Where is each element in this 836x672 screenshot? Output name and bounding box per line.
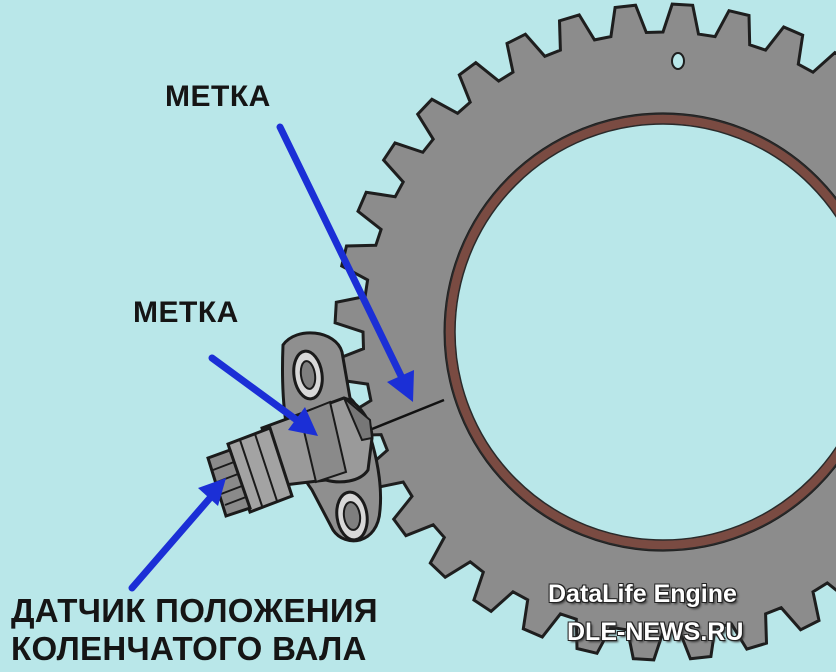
arrow-sensor-mark-head (288, 407, 318, 436)
arrow-sensor-mark-shaft (208, 354, 302, 425)
wheel-inner-ring-edge-outer (444, 113, 836, 551)
sensor-hex-edge-2 (254, 433, 278, 502)
wheel-timing-mark-line (371, 398, 445, 431)
watermark-line2: DLE-NEWS.RU (567, 618, 744, 646)
wheel-inner-ring-edge-inner (454, 123, 836, 541)
arrow-wheel-mark-shaft (276, 123, 407, 384)
reluctor-wheel-teeth (333, 2, 836, 662)
reluctor-wheel (333, 2, 836, 662)
arrow-sensor-shaft (128, 494, 214, 592)
arrow-sensor-head (198, 478, 226, 506)
crankshaft-position-sensor (206, 331, 383, 543)
arrow-wheel-mark-head (387, 370, 414, 402)
label-sensor-line1: ДАТЧИК ПОЛОЖЕНИЯ (11, 592, 378, 629)
label-sensor-line2: КОЛЕНЧАТОГО ВАЛА (11, 630, 367, 667)
sensor-tip (343, 397, 374, 442)
label-mark-middle: МЕТКА (133, 296, 239, 329)
sensor-bracket-hole-bottom-inner (342, 501, 362, 531)
wheel-inner-ring (445, 114, 836, 550)
watermark-line1: DataLife Engine (548, 580, 737, 608)
wheel-small-hole (671, 52, 685, 70)
sensor-thread-3 (220, 485, 243, 495)
sensor-hex-edge-1 (239, 439, 263, 507)
sensor-thread-1 (212, 461, 235, 471)
sensor-bracket-hole-top-inner (299, 360, 317, 390)
label-mark-top: МЕТКА (165, 80, 271, 113)
sensor-thread-4 (224, 496, 247, 506)
pointer-arrows (128, 123, 414, 592)
